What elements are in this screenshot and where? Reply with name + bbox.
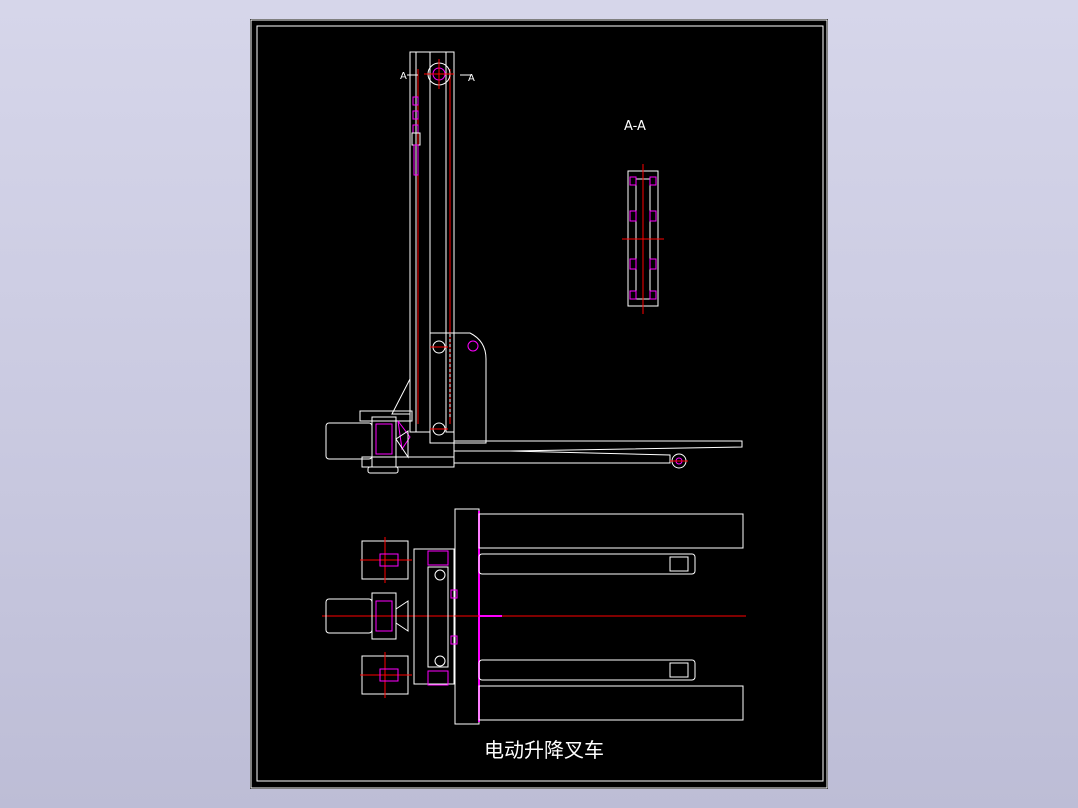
drive-wheel: [367, 466, 399, 474]
drive-link: [397, 420, 411, 451]
section-marker-left: A: [400, 71, 407, 82]
fork-top-plan: [478, 513, 744, 549]
section-marker-right: A: [468, 73, 475, 84]
base-frame: [361, 456, 455, 468]
bolt-top: [434, 569, 446, 581]
caster-bottom-wheel: [379, 668, 399, 682]
carriage-plate: [429, 332, 455, 444]
plan-view: [322, 508, 746, 725]
slot-wheel-bottom: [669, 662, 689, 678]
carriage-back: [454, 332, 487, 444]
drive-bevel: [395, 430, 409, 459]
section-bearings: [629, 176, 657, 300]
fork-bottom-plan: [478, 685, 744, 721]
section-view-label: A-A: [624, 119, 646, 134]
caster-top-wheel: [379, 553, 399, 567]
bevel-plan: [395, 600, 409, 632]
chain-segment: [413, 144, 419, 176]
platform-plate: [359, 410, 413, 422]
mark-1: [450, 589, 458, 599]
bolt-bottom: [434, 655, 446, 667]
gearbox-inner: [375, 423, 393, 455]
inner-frame: [256, 25, 824, 782]
fork-slot-top: [478, 553, 696, 575]
carriage-inner-plan: [427, 566, 449, 668]
bracket-bottom: [427, 670, 449, 686]
slot-wheel-top: [669, 556, 689, 572]
mast-brace: [391, 378, 411, 415]
side-elevation-view: [325, 51, 743, 474]
mast-inner-rail: [415, 51, 431, 433]
bracket-top: [427, 550, 449, 566]
fork-lower: [453, 450, 671, 464]
cad-drawing: A A A-A 电动升降叉车: [250, 19, 828, 789]
mast-left-rail: [409, 51, 417, 433]
drawing-sheet: A A A-A 电动升降叉车: [250, 19, 828, 789]
outer-frame: [250, 19, 828, 789]
fork-slot-bottom: [478, 659, 696, 681]
carriage-pivot: [467, 340, 479, 352]
drive-motor: [325, 422, 373, 460]
gearbox-plan-inner: [375, 600, 393, 632]
fork-upper: [453, 440, 743, 452]
drawing-title: 电动升降叉车: [484, 738, 604, 762]
lower-chain: [449, 334, 455, 419]
mark-2: [450, 635, 458, 645]
carriage-body-plan: [413, 548, 455, 685]
mast-right-rail: [445, 51, 455, 433]
section-a-a-view: [622, 164, 664, 314]
